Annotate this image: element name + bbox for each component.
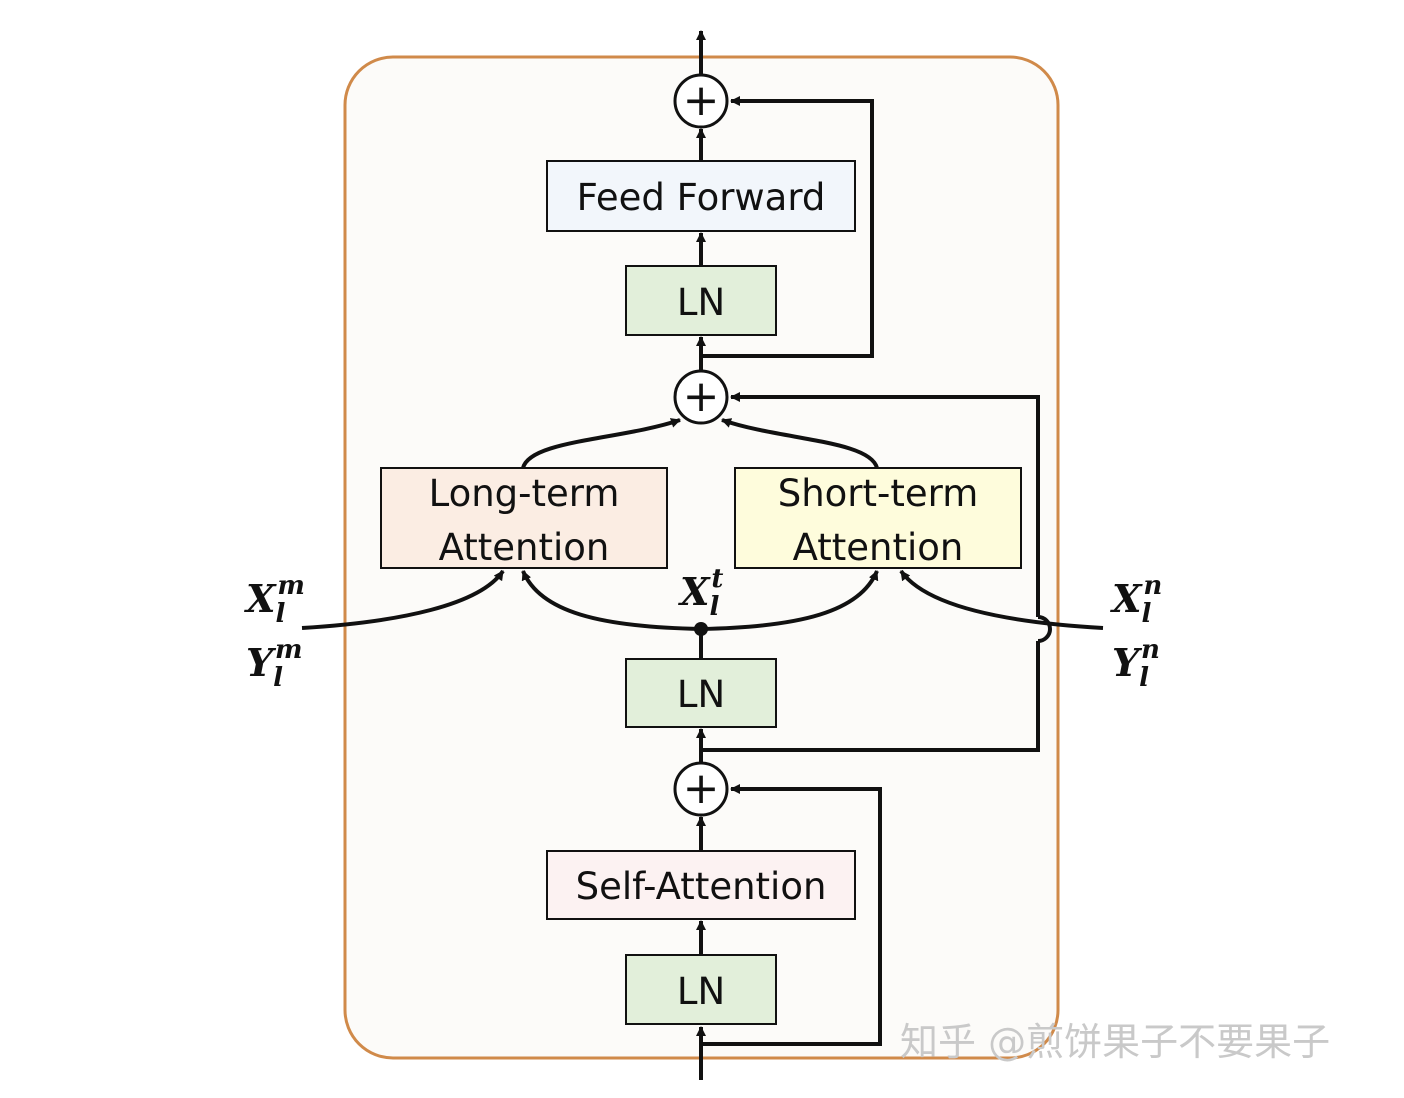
junction-dot <box>694 622 708 636</box>
long-term-label-line2: Attention <box>439 526 610 569</box>
right-input-y-label: Yln <box>1112 635 1160 693</box>
add-symbol-1: + <box>683 763 720 814</box>
add-node-2: + <box>673 369 729 425</box>
residual-hop <box>1037 615 1052 643</box>
curve-center-to-long-term <box>521 570 702 631</box>
add-symbol-3: + <box>683 75 720 126</box>
ln-bottom-block: LN <box>625 954 777 1025</box>
center-input-x-label: Xlt <box>678 564 723 622</box>
residual-connection-3 <box>701 96 874 358</box>
long-term-label-line1: Long-term <box>429 472 620 515</box>
self-attention-label: Self-Attention <box>576 865 827 908</box>
add-symbol-2: + <box>683 371 720 422</box>
long-term-attention-block: Long-term Attention <box>380 467 668 569</box>
left-input-y-label: Ylm <box>246 635 303 693</box>
curve-center-to-short-term <box>700 570 879 631</box>
right-input-x-label: Xln <box>1110 571 1162 629</box>
connectors <box>301 30 1104 1080</box>
curve-long-term-to-add-2 <box>521 418 681 469</box>
curve-right-input-to-short-term <box>899 569 1104 630</box>
add-node-1: + <box>673 761 729 817</box>
curve-short-term-to-add-2 <box>721 418 879 469</box>
curve-left-input-to-long-term <box>301 569 505 630</box>
left-input-x-label: Xlm <box>244 571 305 629</box>
ln-top-label: LN <box>677 281 725 324</box>
ln-top-block: LN <box>625 265 777 336</box>
add-node-3: + <box>673 73 729 129</box>
short-term-attention-block: Short-term Attention <box>734 467 1022 569</box>
feed-forward-label: Feed Forward <box>577 176 826 219</box>
watermark-text: 知乎 @煎饼果子不要果子 <box>900 1020 1330 1064</box>
short-term-label-line1: Short-term <box>778 472 979 515</box>
feed-forward-block: Feed Forward <box>546 160 856 232</box>
residual-connection-1 <box>701 784 882 1046</box>
ln-bottom-label: LN <box>677 970 725 1013</box>
residual-connection-2 <box>701 641 1040 752</box>
residual-connection-2-upper <box>730 392 1040 617</box>
ln-middle-label: LN <box>677 673 725 716</box>
ln-middle-block: LN <box>625 658 777 728</box>
self-attention-block: Self-Attention <box>546 850 856 920</box>
short-term-label-line2: Attention <box>793 526 964 569</box>
